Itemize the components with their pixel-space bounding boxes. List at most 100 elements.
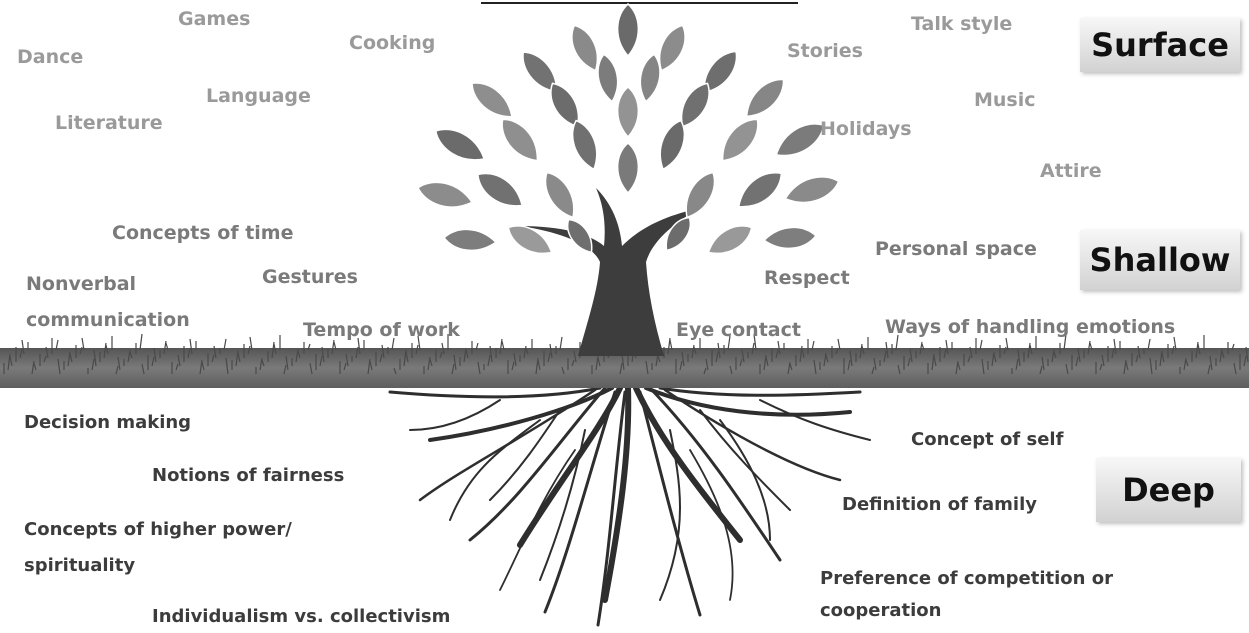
grass-blade <box>1161 352 1165 363</box>
grass-blade <box>559 336 563 351</box>
leaf <box>522 51 558 93</box>
grass-blade <box>225 357 229 375</box>
grass-blade <box>81 337 85 351</box>
grass-blade <box>1075 356 1079 367</box>
grass-blade <box>1243 355 1247 367</box>
grass-blade <box>1125 361 1129 371</box>
grass-blade <box>681 351 685 367</box>
grass-blade <box>801 347 805 359</box>
grass-blade <box>391 337 395 351</box>
grass-blade <box>93 349 97 367</box>
root <box>648 386 782 562</box>
grass-blade <box>369 360 373 371</box>
label-talk-style: Talk style <box>911 13 1013 35</box>
grass-blade <box>751 342 755 355</box>
root <box>689 449 734 601</box>
leaf <box>745 78 785 118</box>
leaf <box>616 142 640 195</box>
grass-blade <box>1233 362 1237 375</box>
grass-blade <box>211 354 215 363</box>
label-respect: Respect <box>764 267 850 289</box>
grass-blade <box>619 362 623 375</box>
root <box>539 429 586 581</box>
grass-blade <box>453 354 457 371</box>
root <box>644 386 852 417</box>
grass-blade <box>741 349 745 363</box>
grass-blade <box>943 348 947 359</box>
root <box>489 409 561 501</box>
leaf <box>616 86 640 139</box>
grass-blade <box>561 366 565 375</box>
grass-blade <box>957 362 961 371</box>
leaf <box>775 123 825 157</box>
grass-blade <box>1029 344 1033 355</box>
grass-blade <box>237 352 241 363</box>
grass-blade <box>43 355 47 363</box>
root <box>663 388 842 482</box>
grass-blade <box>753 333 757 351</box>
tree-roots <box>388 385 871 627</box>
leaf <box>567 218 593 254</box>
grass-blade <box>405 351 409 363</box>
grass-blade <box>789 363 793 371</box>
root <box>759 399 871 441</box>
grass-blade <box>1149 357 1153 375</box>
label-stories: Stories <box>787 40 863 62</box>
grass-blade <box>381 344 385 359</box>
leaf <box>784 176 840 204</box>
grass-blade <box>309 362 313 375</box>
grass-blade <box>775 349 779 359</box>
grass-blade <box>57 358 61 375</box>
grass-blade <box>967 355 971 363</box>
leaf <box>571 24 598 72</box>
grass-blade <box>321 346 325 363</box>
leaf <box>501 118 539 162</box>
label-handling-emotions: Ways of handling emotions <box>885 316 1176 338</box>
grass-blade <box>1005 337 1009 351</box>
level-deep-box: Deep <box>1096 458 1241 522</box>
grass-blade <box>739 358 743 367</box>
grass-blade <box>871 366 875 375</box>
grass-blade <box>439 351 443 359</box>
grass-blade <box>1111 347 1115 359</box>
grass-blade <box>657 355 661 363</box>
grass-blade <box>945 339 949 355</box>
grass-blade <box>129 351 133 359</box>
label-games: Games <box>178 8 251 30</box>
grass-blade <box>1173 336 1177 351</box>
label-tempo-of-work: Tempo of work <box>303 319 460 341</box>
label-competition-line1: Preference of competition or <box>820 568 1113 589</box>
grass-blade <box>513 352 517 367</box>
grass-blade <box>1039 365 1043 375</box>
grass-blade <box>379 353 383 363</box>
grass-blade <box>1221 350 1225 359</box>
grass-blade <box>247 345 251 355</box>
grass-blade <box>883 350 887 363</box>
label-higher-power-line2: spirituality <box>24 555 136 576</box>
label-concepts-of-time: Concepts of time <box>112 222 294 244</box>
grass-blade <box>319 355 323 367</box>
grass-blade <box>1231 343 1235 351</box>
grass-blade <box>1171 345 1175 355</box>
grass-blade <box>571 359 575 367</box>
label-music: Music <box>974 89 1036 111</box>
leaf <box>721 118 759 162</box>
grass-blade <box>333 341 337 351</box>
grass-blade <box>909 348 913 363</box>
grass-blade <box>717 342 721 359</box>
grass-blade <box>729 365 733 375</box>
grass-blade <box>283 364 287 375</box>
grass-blade <box>175 363 179 371</box>
grass-blade <box>139 333 143 351</box>
grass-blade <box>1077 347 1081 363</box>
leaf <box>507 225 553 255</box>
grass-blade <box>357 337 361 355</box>
grass-blade <box>429 358 433 367</box>
grass-blade <box>573 350 577 363</box>
grass-blade <box>981 358 985 375</box>
label-decision-making: Decision making <box>24 412 192 433</box>
root <box>633 385 743 543</box>
grass-blade <box>1015 358 1019 371</box>
leaf <box>477 172 524 207</box>
